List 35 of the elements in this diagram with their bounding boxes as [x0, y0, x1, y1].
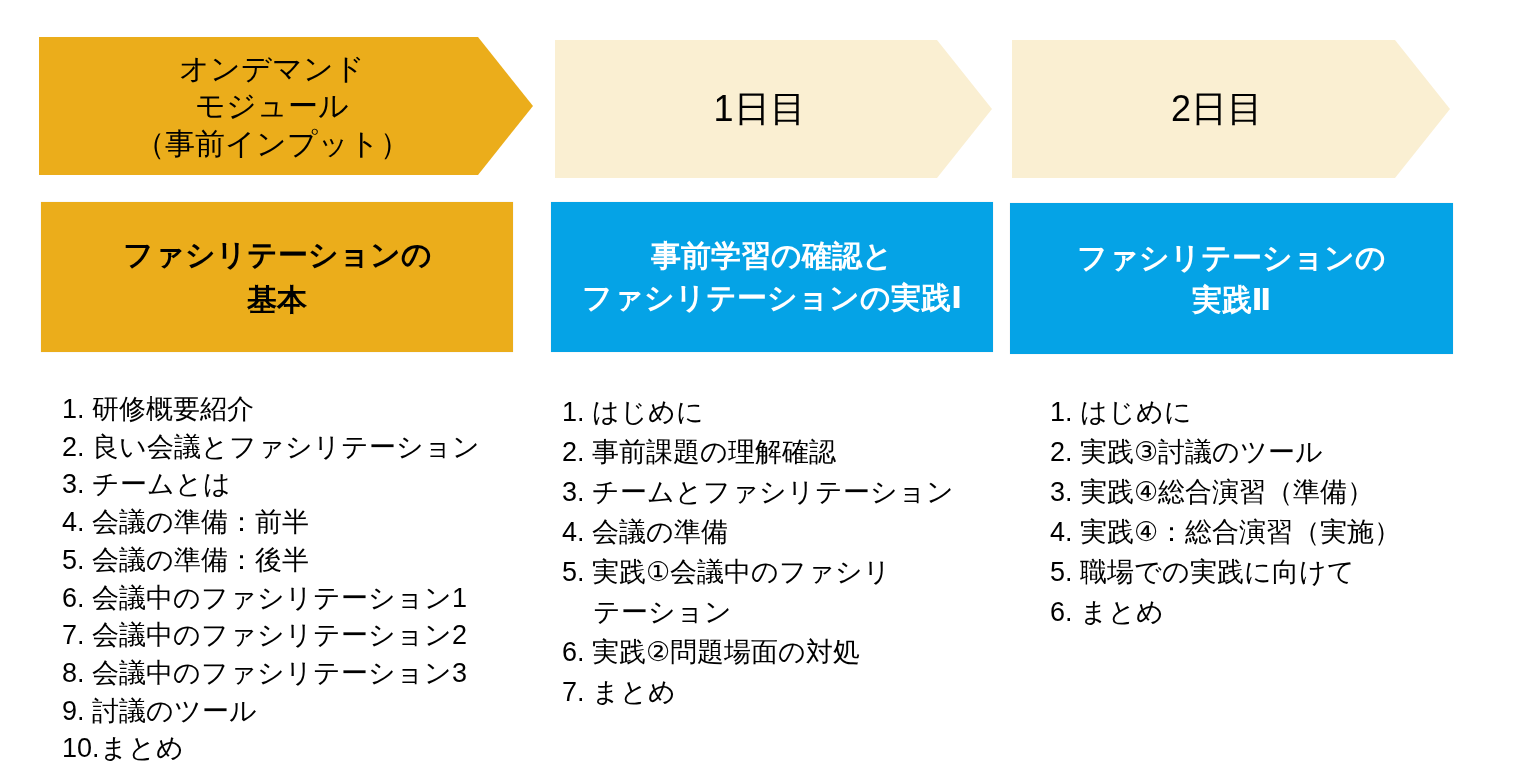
module-title: ファシリテーションの実践Ⅱ	[1077, 239, 1386, 318]
module-banner	[551, 202, 993, 352]
agenda-item: 2. 事前課題の理解確認	[562, 436, 838, 469]
agenda-item: 4. 実践④：総合演習（実施）	[1050, 516, 1403, 549]
agenda-item: 1. はじめに	[1050, 396, 1194, 429]
step-label: オンデマンドモジュール（事前インプット）	[134, 50, 410, 162]
chevron-banner	[1012, 40, 1450, 178]
agenda-item: 3. 実践④総合演習（準備）	[1050, 476, 1376, 509]
agenda-item: 3. チームとファシリテーション	[562, 476, 956, 509]
chevron-banner	[39, 37, 533, 175]
agenda-item: 6. 実践②問題場面の対処	[562, 636, 862, 669]
module-banner	[41, 202, 513, 352]
agenda-item: 5. 職場での実践に向けて	[1050, 556, 1357, 589]
module-title: 事前学習の確認とファシリテーションの実践Ⅰ	[581, 238, 963, 316]
agenda-item: 7. まとめ	[562, 676, 678, 709]
chevron-banner	[555, 40, 992, 178]
step-label: 2日目	[1171, 88, 1263, 130]
agenda-item: 8. 会議中のファシリテーション3	[62, 656, 469, 690]
agenda-item: 4. 会議の準備：前半	[62, 506, 311, 540]
agenda-item: 9. 討議のツール	[62, 694, 259, 728]
agenda-item: 1. 研修概要紹介	[62, 393, 256, 426]
agenda-item: 7. 会議中のファシリテーション2	[62, 619, 469, 653]
agenda-item: 4. 会議の準備	[562, 516, 730, 549]
agenda-item: 2. 良い会議とファシリテーション	[62, 430, 482, 464]
agenda-item: 5. 実践①会議中のファシリテーション	[562, 556, 893, 629]
agenda-item: 2. 実践③討議のツール	[1050, 436, 1325, 469]
agenda-item: 10.まとめ	[62, 732, 185, 766]
agenda-item: 5. 会議の準備：後半	[62, 543, 311, 577]
agenda-item: 6. まとめ	[1050, 596, 1166, 629]
step-label: 1日目	[713, 88, 806, 130]
module-title: ファシリテーションの基本	[122, 237, 432, 318]
module-banner	[1010, 203, 1453, 354]
agenda-item: 3. チームとは	[62, 468, 233, 502]
agenda-item: 6. 会議中のファシリテーション1	[62, 581, 469, 615]
agenda-item: 1. はじめに	[562, 396, 706, 429]
